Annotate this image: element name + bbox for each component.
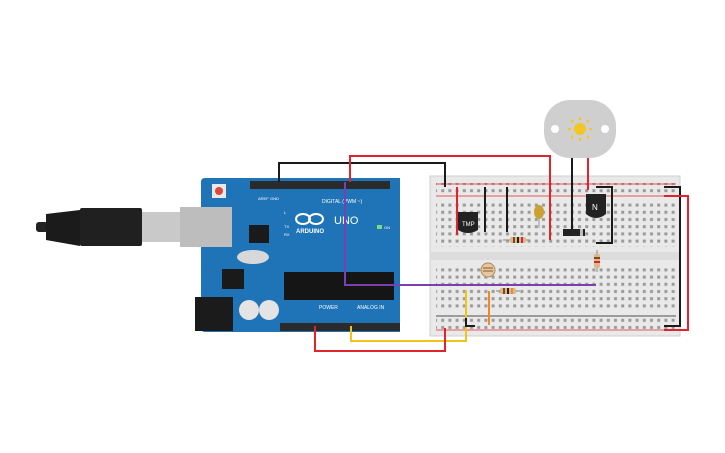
bottom-terminal-strip xyxy=(436,265,676,309)
digital-header xyxy=(250,181,390,189)
usb-cable-end xyxy=(36,222,48,232)
wire-gnd-bottom[interactable] xyxy=(465,318,475,327)
wire-rail-red-right[interactable] xyxy=(664,195,689,331)
tx-label: TX xyxy=(284,224,289,229)
wire-transistor[interactable] xyxy=(596,186,613,244)
motor-screw-right xyxy=(601,125,609,133)
breadboard[interactable] xyxy=(429,175,681,337)
l-label: L xyxy=(284,210,287,215)
model-label: UNO xyxy=(334,215,359,227)
arduino-uno-board[interactable]: ARDUINO UNO DIGITAL (PWM ~) POWER ANALOG… xyxy=(180,178,400,332)
diode[interactable] xyxy=(563,229,585,236)
usb-plug-metal xyxy=(142,212,182,242)
power-analog-header xyxy=(280,323,400,331)
bottom-power-rail xyxy=(436,317,676,329)
npn-transistor[interactable]: N xyxy=(586,194,606,218)
resistor-1[interactable] xyxy=(503,237,530,243)
voltage-regulator xyxy=(222,269,244,289)
wire-rail-black-right[interactable] xyxy=(664,186,681,327)
rx-label: RX xyxy=(284,232,290,237)
usb-plug-body xyxy=(80,208,142,246)
tmp-label: TMP xyxy=(462,222,475,228)
digital-header-label: DIGITAL (PWM ~) xyxy=(322,199,362,205)
on-label: ON xyxy=(384,225,390,230)
wire-purple-signal[interactable] xyxy=(344,182,596,286)
capacitor-component[interactable] xyxy=(534,205,544,228)
wire-red-pin[interactable] xyxy=(349,155,551,240)
reset-button-cap xyxy=(215,187,223,195)
resistor-2[interactable] xyxy=(496,288,520,294)
usb-port xyxy=(180,207,232,247)
usb-cable[interactable] xyxy=(36,208,182,246)
wire-yellow-analog[interactable] xyxy=(350,290,467,342)
motor-spin-icon xyxy=(568,117,592,141)
power-led xyxy=(377,225,382,229)
gnd-label: GND xyxy=(270,196,279,201)
temperature-sensor[interactable]: TMP xyxy=(458,212,478,233)
top-power-rail xyxy=(436,183,676,195)
power-jack xyxy=(195,297,233,331)
center-channel xyxy=(430,252,680,260)
dc-motor[interactable] xyxy=(544,100,616,158)
arduino-logo-icon xyxy=(295,213,324,225)
capacitor-1 xyxy=(239,300,259,320)
transistor-label: N xyxy=(592,203,598,212)
wires xyxy=(278,155,689,352)
capacitor-2 xyxy=(259,300,279,320)
photoresistor[interactable] xyxy=(480,262,496,278)
analog-label: ANALOG IN xyxy=(357,305,385,311)
transistor-body xyxy=(586,194,606,218)
usb-chip xyxy=(249,225,269,243)
wire-gnd-black[interactable] xyxy=(278,162,446,187)
tmp-body xyxy=(458,212,478,233)
motor-screw-left xyxy=(551,125,559,133)
resistor-3[interactable] xyxy=(594,250,600,272)
usb-strain-relief xyxy=(46,210,80,246)
crystal xyxy=(237,250,269,264)
brand-label: ARDUINO xyxy=(296,229,324,235)
wire-5v-red[interactable] xyxy=(314,326,446,352)
power-label: POWER xyxy=(319,305,338,311)
aref-label: AREF xyxy=(258,196,269,201)
